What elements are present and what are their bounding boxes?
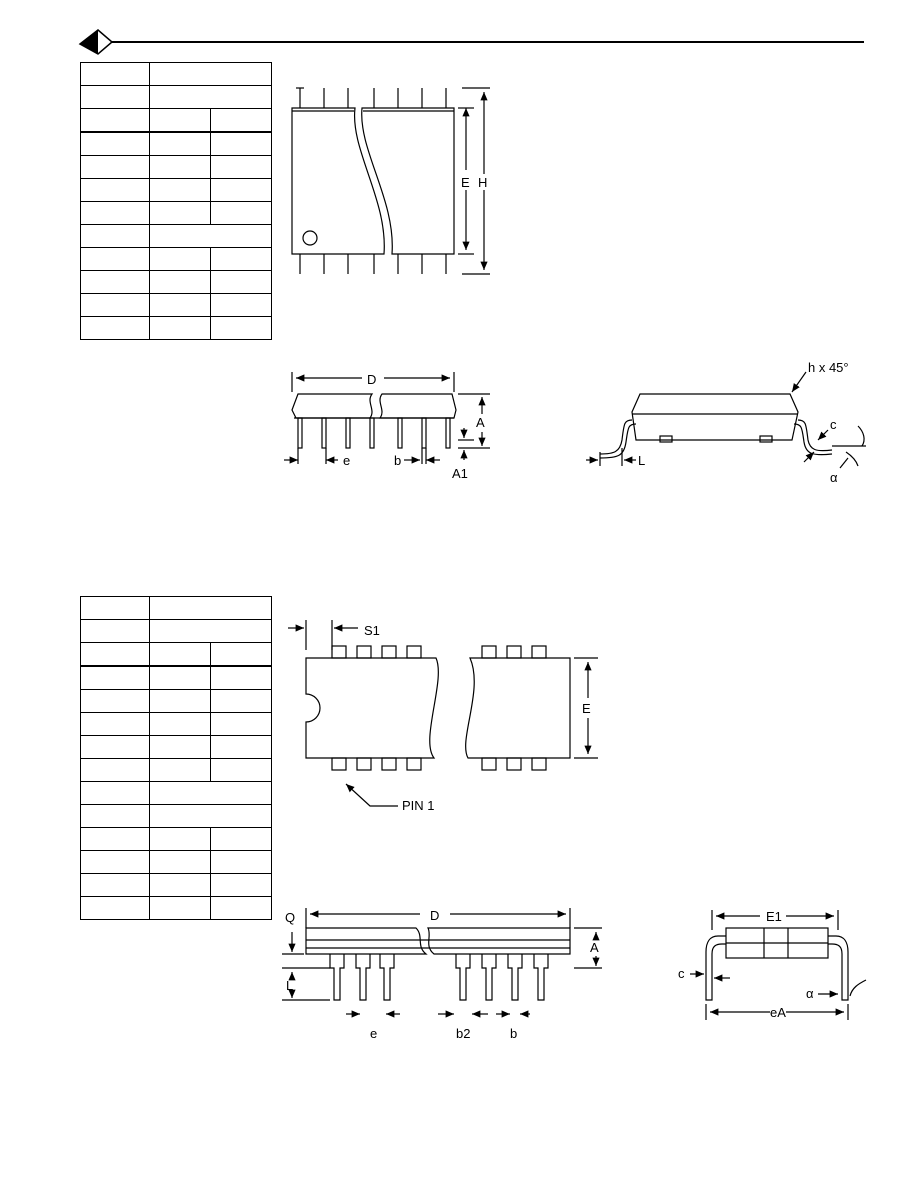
- label-L: L: [638, 453, 645, 468]
- label-L-dip: L: [286, 978, 293, 993]
- label-S1: S1: [364, 623, 380, 638]
- label-A: A: [476, 415, 485, 430]
- label-e: e: [343, 453, 350, 468]
- label-eA: eA: [770, 1005, 786, 1020]
- label-E-dip: E: [582, 701, 591, 716]
- label-E: E: [461, 175, 470, 190]
- label-H: H: [478, 175, 487, 190]
- label-e-dip: e: [370, 1026, 377, 1041]
- label-Q: Q: [285, 910, 295, 925]
- dip-top-view: [288, 620, 598, 807]
- soic-side-leads: [297, 417, 451, 449]
- label-E1: E1: [766, 909, 782, 924]
- pin1-marker-icon: [302, 230, 318, 246]
- soic-top-pins: [296, 87, 447, 108]
- dip-leads-right: [455, 954, 549, 1001]
- dip-leads-left: [329, 954, 395, 1001]
- label-alpha-dip: α: [806, 986, 814, 1001]
- header: [78, 29, 864, 55]
- label-D: D: [367, 372, 376, 387]
- soic-top-view: [291, 87, 490, 275]
- label-hx45: h x 45°: [808, 360, 849, 375]
- soic-end-view: [586, 371, 866, 469]
- label-alpha: α: [830, 470, 838, 485]
- label-D-dip: D: [430, 908, 439, 923]
- label-c: c: [830, 417, 837, 432]
- dip-side-view: [282, 908, 602, 1018]
- label-A1: A1: [452, 466, 468, 481]
- dimension-table-2: [80, 596, 272, 920]
- label-pin1: PIN 1: [402, 798, 435, 813]
- soic-side-view: [284, 372, 490, 464]
- label-b: b: [394, 453, 401, 468]
- label-b2: b2: [456, 1026, 470, 1041]
- label-b-dip: b: [510, 1026, 517, 1041]
- dip-end-view: [690, 910, 867, 1020]
- dimension-table-1: [80, 62, 272, 340]
- label-A-dip: A: [590, 940, 599, 955]
- label-c-dip: c: [678, 966, 685, 981]
- soic-bottom-pins: [299, 254, 447, 274]
